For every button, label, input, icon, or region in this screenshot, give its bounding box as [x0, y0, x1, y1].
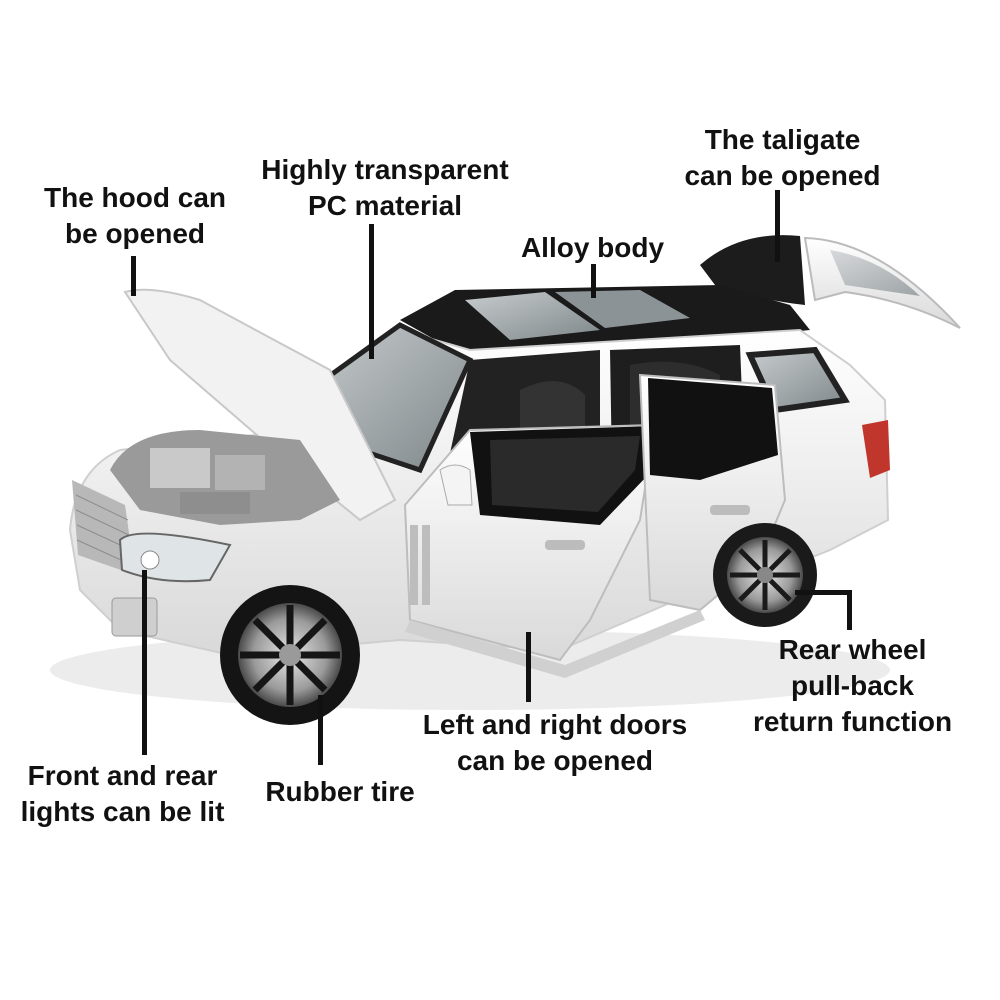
front-grille — [72, 480, 135, 575]
label-rear-wheel: Rear wheel pull-back return function — [752, 634, 953, 737]
side-mirror — [439, 464, 473, 506]
leader-alloy — [591, 264, 596, 298]
label-tailgate: The taligate can be opened — [684, 124, 881, 191]
label-lights: Front and rear lights can be lit — [20, 760, 225, 827]
taillight — [862, 420, 890, 478]
sunroof — [465, 292, 600, 340]
label-alloy-body: Alloy body — [520, 232, 665, 263]
leader-wheel-h — [795, 590, 850, 595]
leader-tire — [318, 695, 323, 765]
headlight — [118, 532, 232, 583]
label-rubber-tire: Rubber tire — [265, 776, 415, 807]
leader-wheel-v — [847, 590, 852, 630]
label-doors: Left and right doors can be opened — [422, 709, 688, 776]
leader-tailgate — [775, 190, 780, 262]
hood-open — [123, 288, 397, 522]
leader-pc — [369, 224, 374, 359]
label-pc-material: Highly transparent PC material — [261, 154, 509, 221]
leader-doors — [526, 632, 531, 702]
leader-hood — [131, 256, 136, 296]
leader-lights — [142, 570, 147, 755]
label-hood: The hood can be opened — [44, 182, 226, 249]
